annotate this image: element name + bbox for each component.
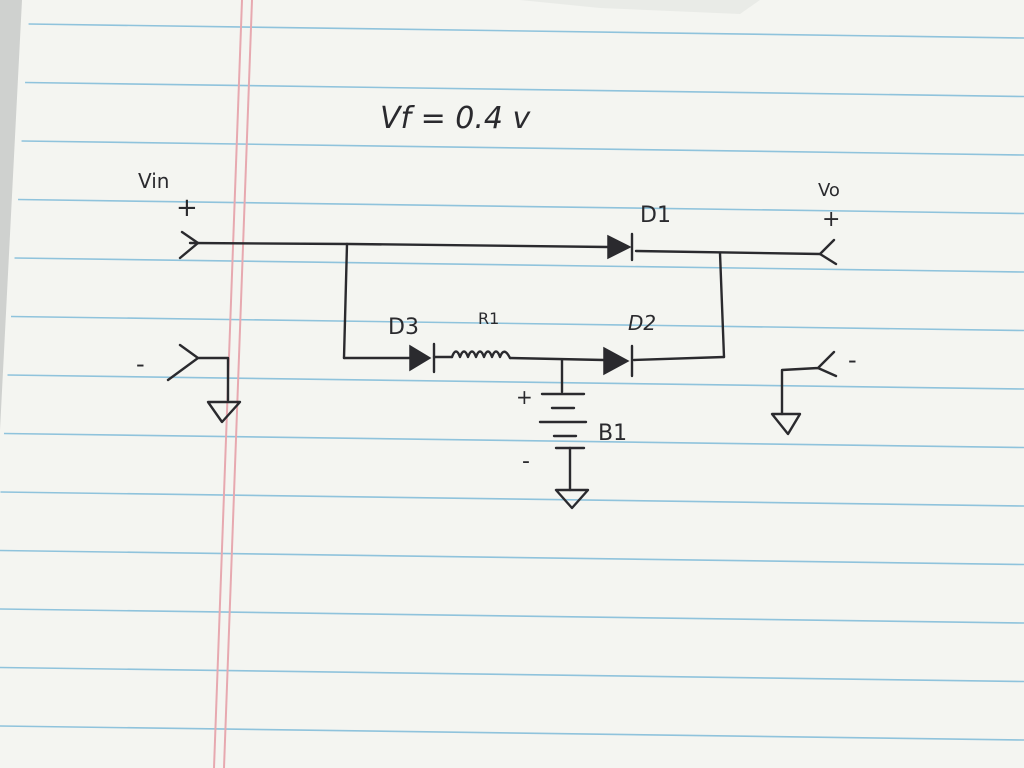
output-wire (634, 249, 822, 256)
battery-ground-symbol (554, 488, 590, 510)
r1-label: R1 (478, 309, 499, 328)
vin-plus-label: + (176, 193, 198, 223)
d2-label: D2 (628, 311, 656, 335)
diode-d2 (603, 344, 634, 378)
diode-d3 (409, 342, 436, 374)
b1-label: B1 (598, 421, 627, 446)
ruled-line (0, 608, 1024, 624)
r1-to-d2-wire (508, 356, 606, 362)
vin-ground-symbol (206, 400, 242, 424)
vin-plus-terminal (178, 230, 200, 260)
circuit-wires (188, 241, 822, 492)
b1-minus-label: - (522, 449, 530, 474)
vo-label: Vo (818, 180, 840, 201)
top-wire (188, 241, 610, 249)
ruled-line (14, 257, 1024, 273)
forward-voltage-note: Vf = 0.4 v (380, 101, 532, 136)
vo-ground-symbol (770, 412, 802, 436)
ruled-line (0, 666, 1024, 683)
margin-line-right (223, 0, 253, 768)
vin-minus-label: - (136, 350, 145, 378)
torn-top-edge (520, 0, 760, 14)
vo-minus-terminal (780, 350, 838, 416)
d3-label: D3 (388, 315, 419, 340)
ruled-line (21, 140, 1024, 156)
ruled-line (0, 549, 1024, 566)
ruled-line (28, 23, 1024, 39)
ruled-line (10, 315, 1024, 332)
d2-to-right-wire (632, 355, 726, 362)
ruled-line (0, 725, 1024, 741)
ruled-lines (0, 23, 1024, 741)
ruled-line (25, 81, 1024, 98)
d1-label: D1 (640, 203, 671, 228)
vo-plus-label: + (822, 207, 840, 232)
left-vertical-wire (342, 242, 349, 360)
battery-b1 (538, 392, 588, 450)
ruled-line (18, 198, 1024, 215)
vo-minus-label: - (848, 346, 857, 374)
vin-label: Vin (138, 169, 169, 193)
ruled-line (3, 432, 1024, 449)
ruled-line (7, 374, 1024, 390)
ruled-line (0, 491, 1024, 507)
vo-plus-terminal (818, 238, 838, 266)
right-vertical-wire (718, 251, 726, 359)
b1-plus-label: + (516, 385, 533, 409)
vin-minus-terminal (166, 343, 230, 402)
diode-d1 (607, 232, 634, 262)
resistor-r1 (450, 350, 512, 360)
